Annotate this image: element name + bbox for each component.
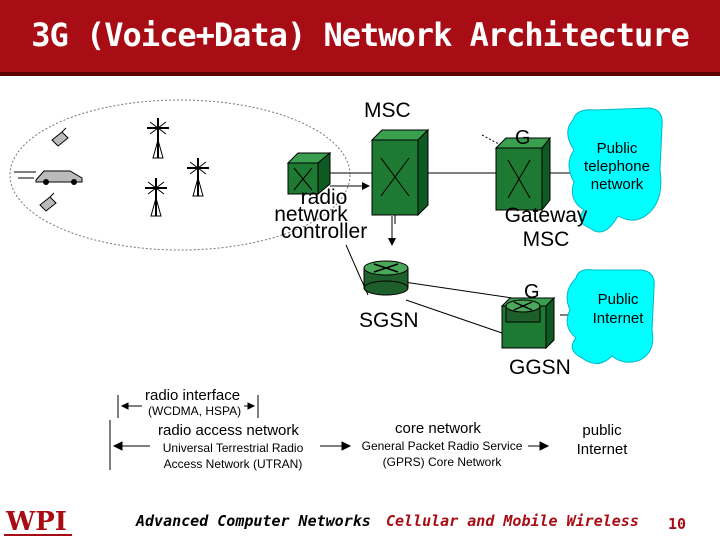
public-telephone-label: Public telephone network [584,140,650,193]
ggsn-label: GGSN [509,356,571,379]
radio-interface-label: radio interface [145,387,241,404]
rnc-switch-icon [286,151,332,196]
title-bar: 3G (Voice+Data) Network Architecture [0,0,720,76]
radio-interface-sub-label: (WCDMA, HSPA) [148,404,242,418]
gprs-label: General Packet Radio Service (GPRS) Core… [352,438,532,470]
antenna-tower-icon [145,178,167,217]
sgsn-router-icon [363,260,409,296]
public-internet-label-line2: Internet [576,441,628,458]
core-network-label: core network [395,420,481,437]
svg-text:WPI: WPI [5,507,67,537]
slide-title: 3G (Voice+Data) Network Architecture [31,16,690,54]
radio-access-network-span [109,420,352,470]
rnc-label-line1: radio [300,186,348,209]
msc-switch-icon [370,128,430,224]
gprs-label-line2: (GPRS) Core Network [382,455,502,469]
utran-label-line1: Universal Terrestrial Radio [162,441,304,455]
radio-access-network-label: radio access network [158,422,299,439]
msc-label: MSC [364,99,411,122]
utran-label-line2: Access Network (UTRAN) [163,457,303,471]
ggsn-gateway-icon [500,296,556,350]
gateway-msc-label-line1: Gateway [504,204,588,227]
public-internet-label: public Internet [566,421,638,459]
footer-topic: Cellular and Mobile Wireless [386,512,639,530]
utran-label: Universal Terrestrial Radio Access Netwo… [150,440,316,472]
public-internet-cloud [566,269,655,364]
wpi-logo: WPI [2,502,74,538]
gateway-msc-label-line2: MSC [522,228,570,251]
gateway-msc-label: Gateway MSC [490,204,602,252]
rnc-label-line2: network [274,203,348,226]
gateway-msc-switch-icon [494,136,552,212]
sgsn-label: SGSN [359,309,419,332]
footer-course-title: Advanced Computer Networks [136,512,371,530]
g-label-bottom: G [524,281,540,303]
mobile-phone-icon [39,192,57,212]
gprs-label-line1: General Packet Radio Service [361,439,523,453]
antenna-tower-icon [187,158,209,197]
rnc-label-line3: controller [280,220,368,243]
core-network-span [528,441,550,451]
public-telephone-cloud [567,107,663,233]
public-internet-cloud-label: Public Internet [592,291,644,327]
page-number: 10 [668,515,687,533]
rnc-label: radio network controller [268,186,380,243]
car-icon [14,170,83,185]
radio-cell-ellipse [9,99,351,251]
g-label-top: G [515,127,531,149]
mobile-phone-icon [51,127,69,147]
public-internet-label-line1: public [582,422,622,439]
radio-interface-span [117,395,259,418]
antenna-tower-icon [147,118,169,159]
